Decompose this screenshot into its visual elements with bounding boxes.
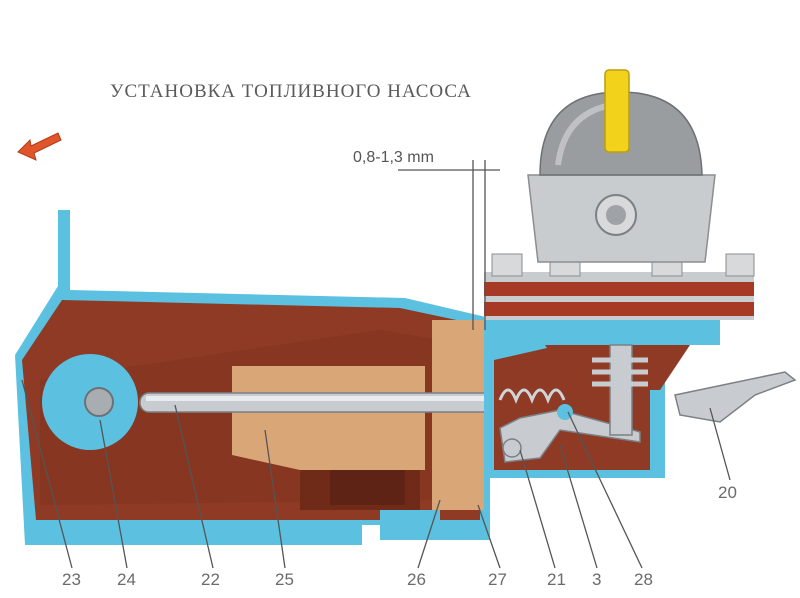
drive-lever <box>499 404 641 463</box>
arrow-left-icon <box>17 132 62 161</box>
pump-body <box>527 174 716 263</box>
callout-leaders <box>21 379 731 569</box>
callout-26: 26 <box>407 570 426 589</box>
callout-28: 28 <box>634 570 653 589</box>
diaphragm-rod <box>592 344 648 436</box>
gap-dimension: 0,8-1,3 mm <box>353 149 500 330</box>
lever-spring <box>498 388 566 405</box>
callout-20: 20 <box>718 483 737 502</box>
spacer-block <box>232 320 484 510</box>
fuel-fitting <box>604 69 630 153</box>
push-rod <box>139 392 496 413</box>
callout-21: 21 <box>547 570 566 589</box>
callout-labels: 23 24 22 25 26 27 21 3 28 20 <box>62 483 737 589</box>
diagram-title: УСТАНОВКА ТОПЛИВНОГО НАСОСА <box>110 81 472 102</box>
callout-22: 22 <box>201 570 220 589</box>
eccentric-cam <box>42 354 138 450</box>
priming-lever <box>674 371 797 423</box>
callout-23: 23 <box>62 570 81 589</box>
callout-24: 24 <box>117 570 136 589</box>
callout-27: 27 <box>488 570 507 589</box>
callout-25: 25 <box>275 570 294 589</box>
pump-flange <box>484 253 755 320</box>
gap-dimension-label: 0,8-1,3 mm <box>353 149 434 166</box>
callout-3: 3 <box>592 570 601 589</box>
